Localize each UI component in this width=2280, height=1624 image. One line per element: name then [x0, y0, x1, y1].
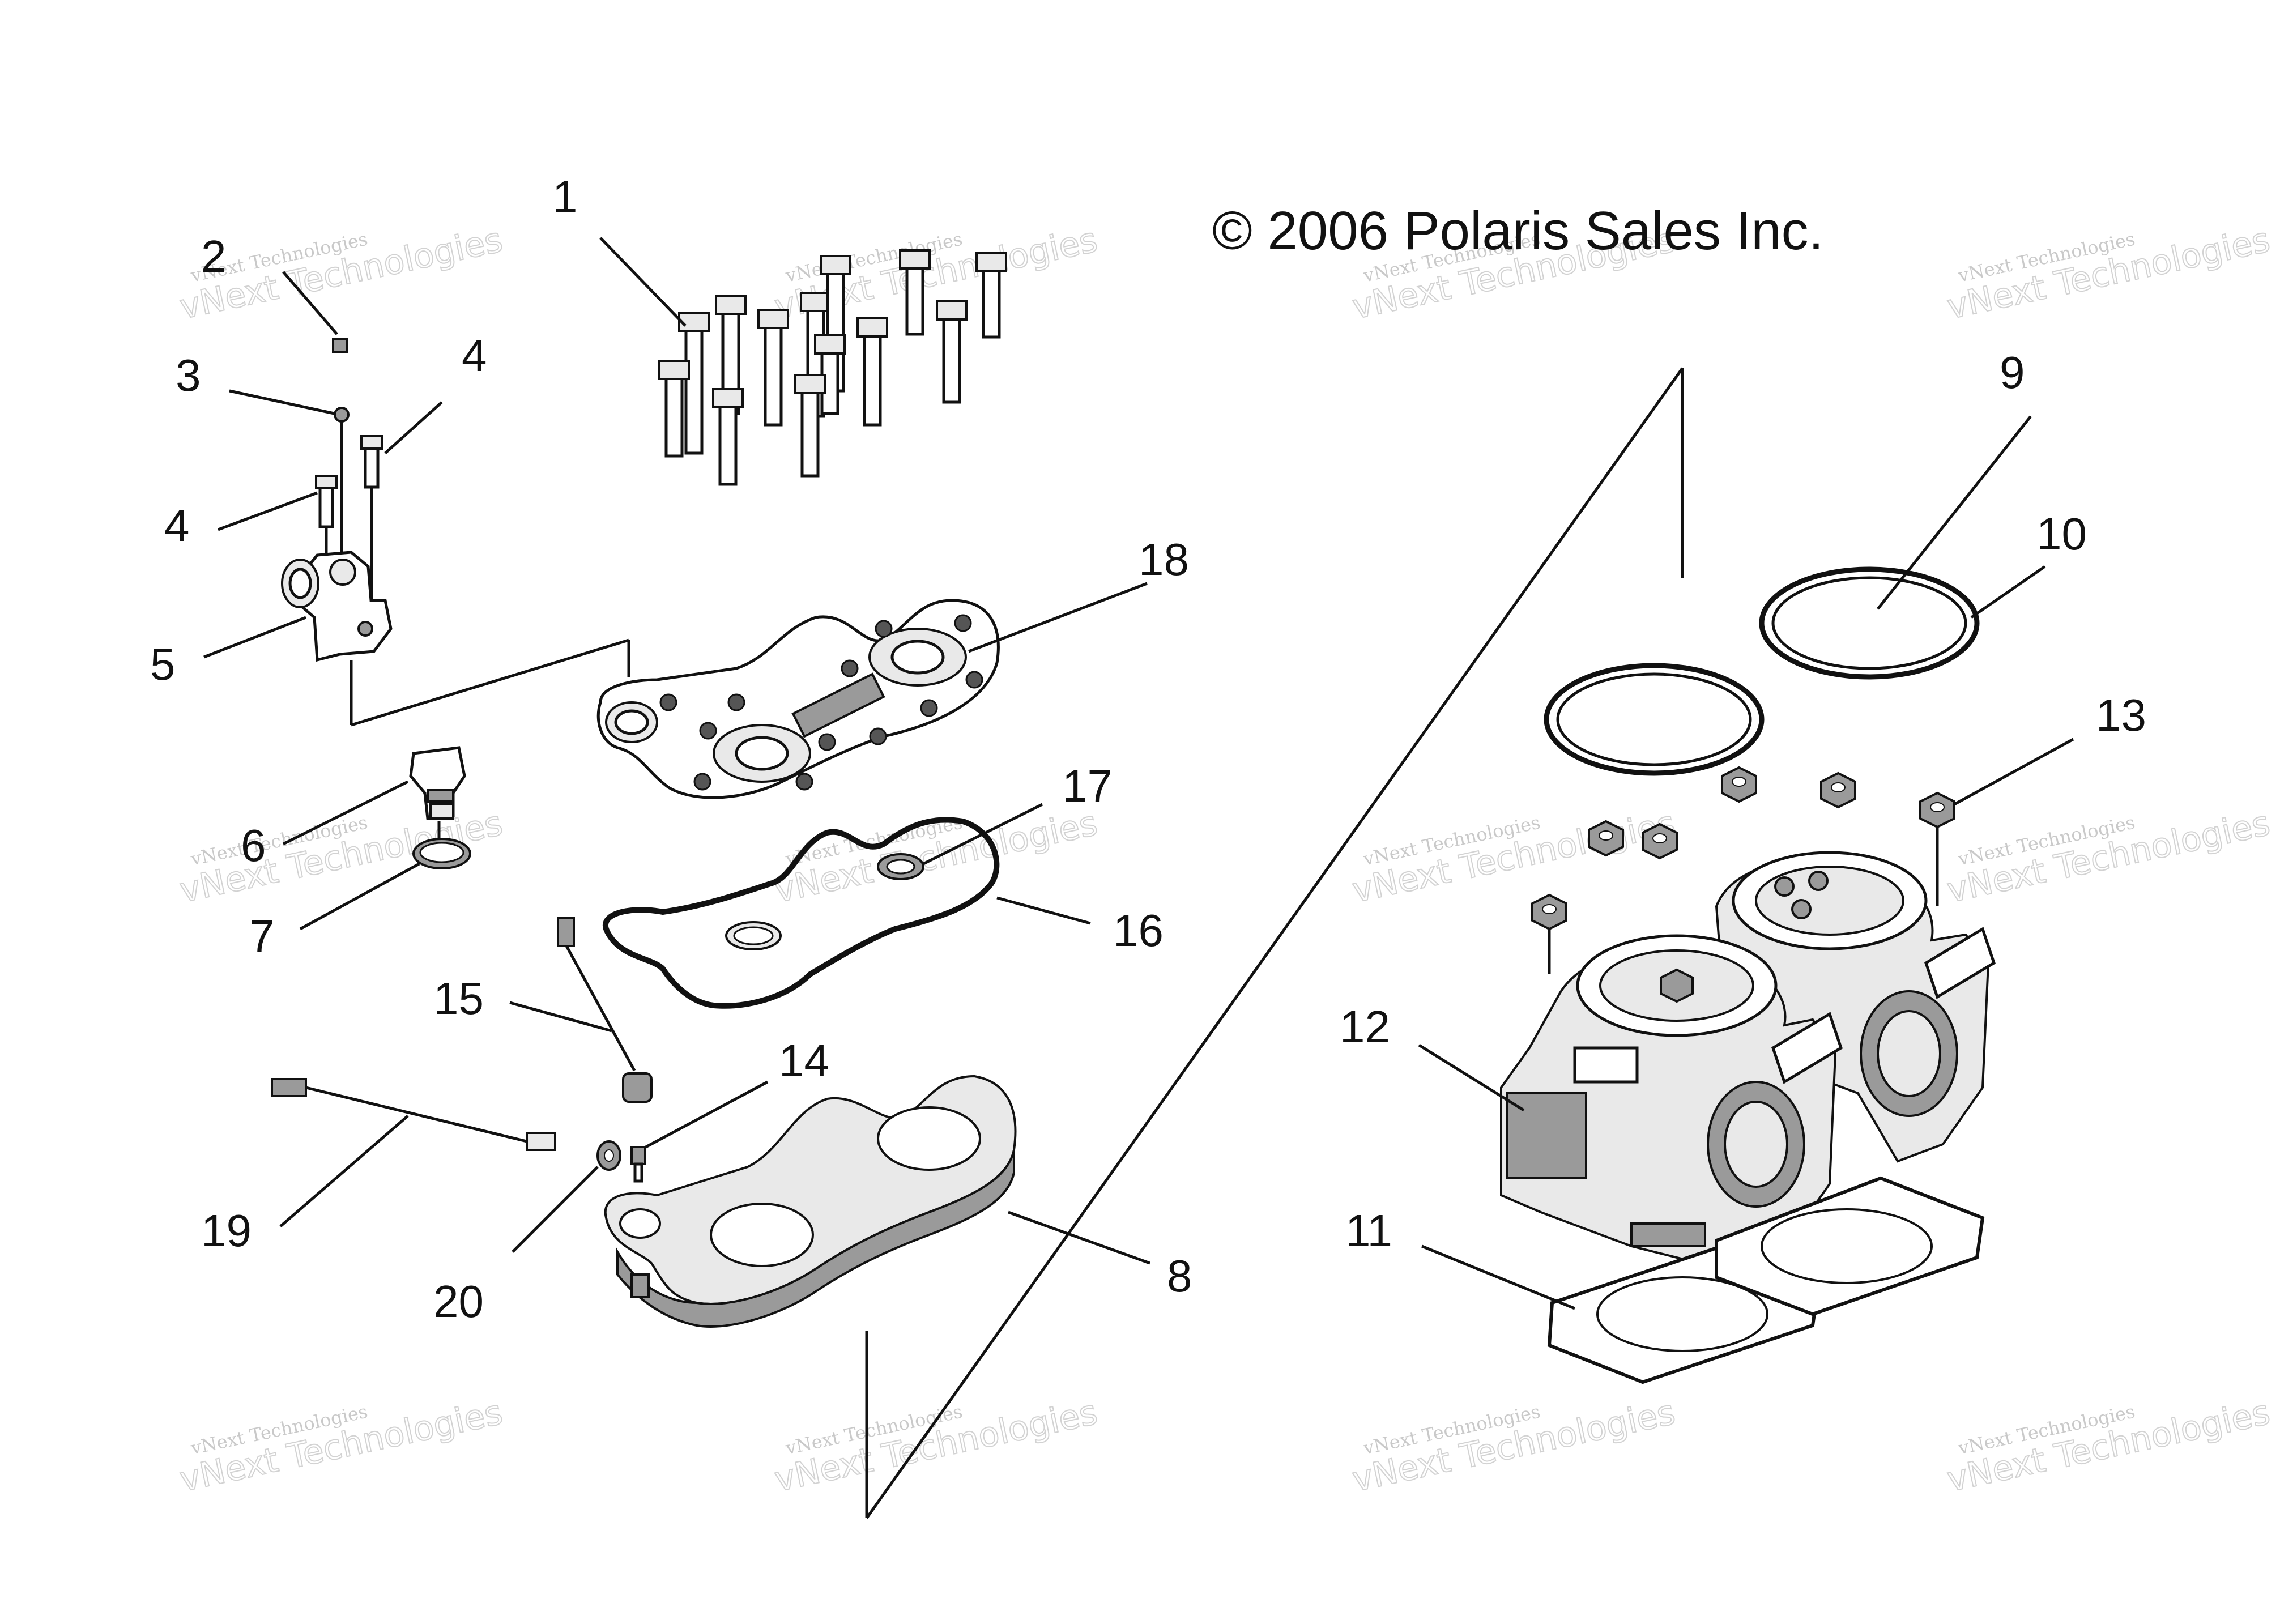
callout-2: 2: [201, 231, 227, 282]
small-screw-14: [630, 1146, 646, 1183]
washer: [334, 407, 350, 423]
bolt: [856, 317, 888, 427]
callout-7: 7: [249, 911, 275, 961]
head-bolts: [658, 249, 1007, 486]
callout-17: 17: [1062, 761, 1113, 811]
bolt: [757, 309, 789, 427]
callout-4-upper: 4: [462, 330, 487, 381]
sensor-probe: [271, 1078, 556, 1151]
bolt: [936, 300, 968, 404]
callout-19: 19: [201, 1205, 252, 1256]
callout-12: 12: [1340, 1001, 1390, 1052]
bolt: [794, 374, 826, 478]
callout-4-lower: 4: [164, 500, 190, 551]
callout-13: 13: [2096, 690, 2146, 740]
nuts: [1531, 766, 1955, 974]
callout-14: 14: [779, 1035, 829, 1086]
o-ring: [412, 838, 471, 869]
base-gaskets: [1547, 1176, 1985, 1384]
callout-18: 18: [1139, 534, 1189, 585]
base-rings: [1544, 566, 1980, 776]
callout-5: 5: [150, 639, 176, 689]
callout-labels: 1 2 3 4 4 5 6 7 8 9 10 11 12 13 14 15 16…: [150, 172, 2146, 1327]
leader-lines: [203, 237, 2074, 1310]
head-cover: [596, 599, 1000, 799]
thermostat: [409, 746, 466, 847]
cylinder-head: [604, 1075, 1017, 1328]
temp-sensor: [557, 917, 653, 1103]
callout-10: 10: [2036, 509, 2087, 559]
callout-1: 1: [552, 172, 578, 222]
bolt: [658, 360, 690, 458]
bolt: [712, 388, 744, 486]
copyright-text: © 2006 Polaris Sales Inc.: [1212, 201, 1823, 261]
cylinder-block: [1500, 851, 1996, 1265]
washer-20: [596, 1140, 621, 1171]
guide-lines: [865, 367, 1684, 1519]
small-screw: [332, 338, 348, 353]
callout-9: 9: [2000, 347, 2025, 398]
callout-20: 20: [433, 1276, 484, 1327]
bolt: [899, 249, 931, 336]
bolt: [975, 252, 1007, 339]
callout-3: 3: [176, 350, 201, 400]
thermostat-housing-parts: [281, 338, 630, 727]
callout-15: 15: [433, 973, 484, 1024]
bolt: [678, 312, 710, 455]
callout-6: 6: [241, 820, 266, 871]
head-gasket-seal: [602, 817, 1000, 1009]
callout-16: 16: [1113, 905, 1164, 956]
callout-11: 11: [1345, 1205, 1392, 1256]
callout-8: 8: [1167, 1251, 1192, 1301]
